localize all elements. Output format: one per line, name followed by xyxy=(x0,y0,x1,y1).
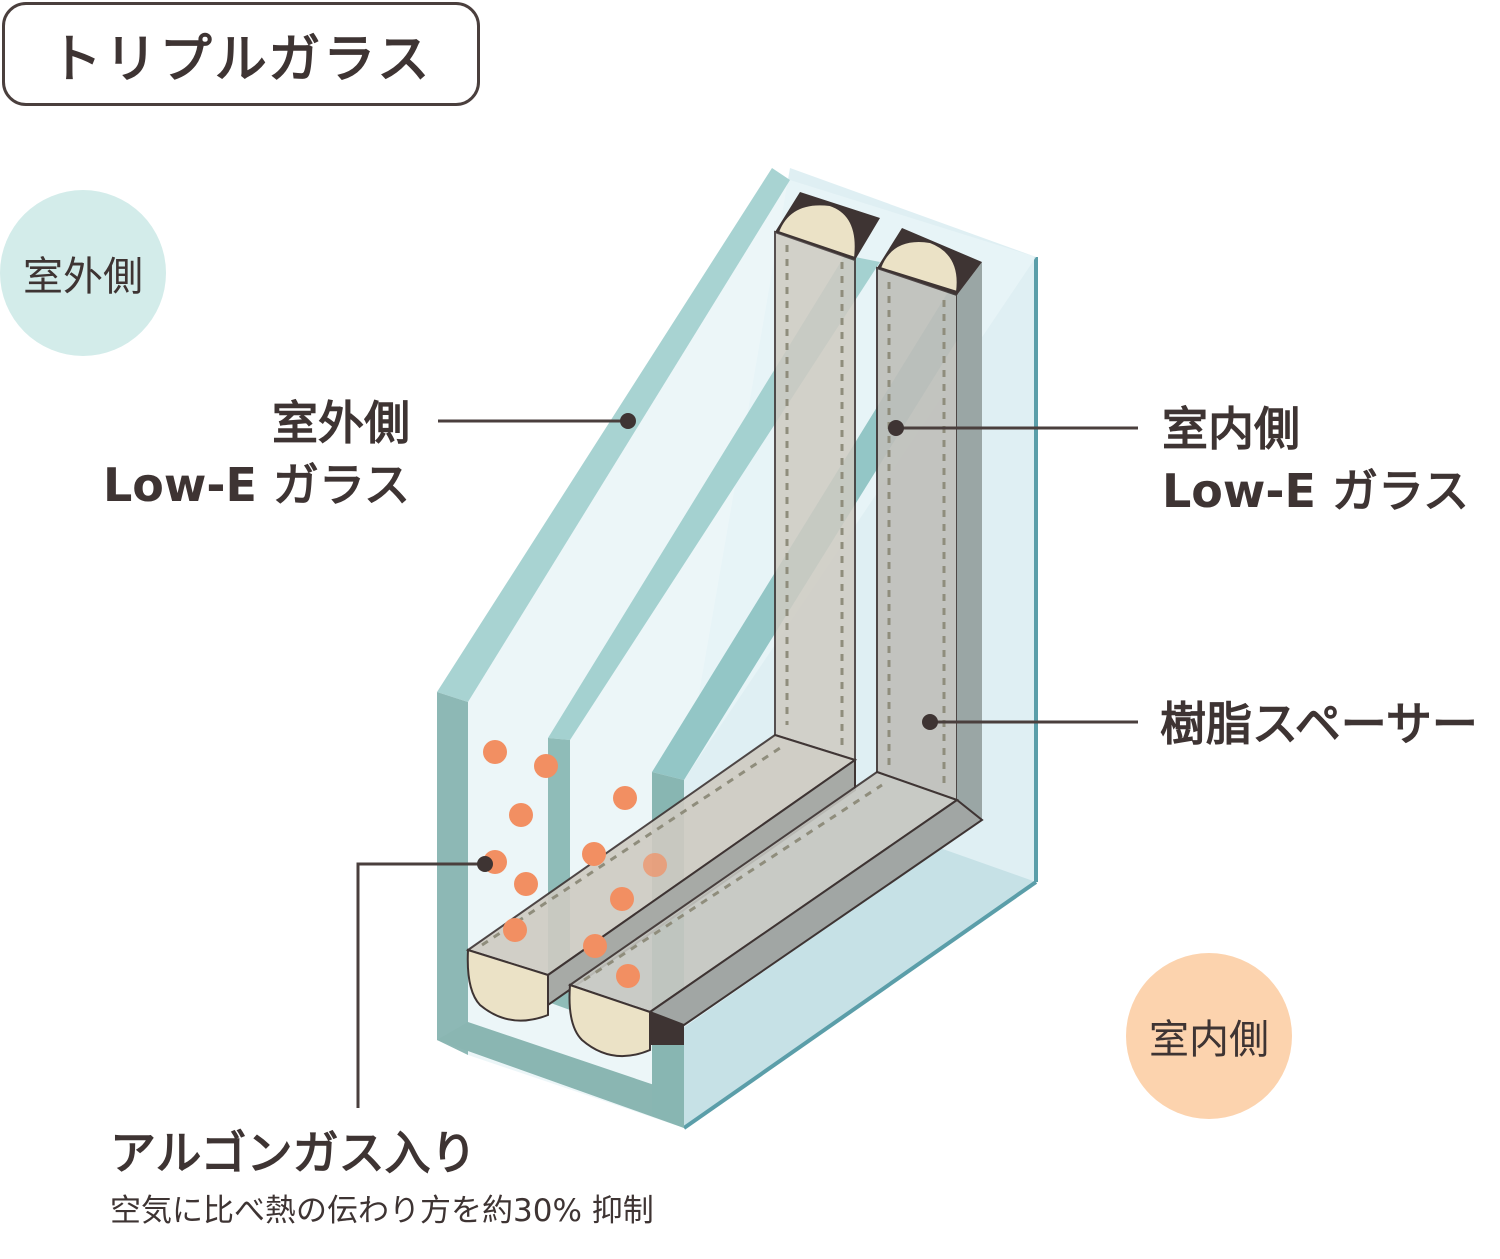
outer-glass-left-edge xyxy=(437,692,468,1055)
argon-gas-dots xyxy=(483,740,667,988)
indoor-badge: 室内側 xyxy=(1126,953,1292,1119)
inner-glass-label: 室内側 Low-E ガラス xyxy=(1162,398,1469,522)
inner-glass-label-line2: Low-E ガラス xyxy=(1162,464,1470,518)
outer-glass-label: 室外側 Low-E ガラス xyxy=(103,392,410,516)
argon-label: アルゴンガス入り xyxy=(110,1126,477,1180)
outer-glass-label-line2: Low-E ガラス xyxy=(102,458,410,512)
page-title: トリプルガラス xyxy=(2,2,480,106)
outdoor-badge: 室外側 xyxy=(0,190,166,356)
inner-glass-label-line1: 室内側 xyxy=(1162,402,1300,456)
inner-glass-bottom xyxy=(652,848,1036,1128)
outer-glass-bottom-edge xyxy=(437,1022,684,1128)
spacer-1-cap xyxy=(466,948,549,1022)
spacer-label: 樹脂スペーサー xyxy=(1160,697,1478,751)
leader-lines xyxy=(356,419,1138,1108)
outer-glass-label-line1: 室外側 xyxy=(272,396,410,450)
spacer-2-cap xyxy=(568,983,651,1057)
outer-glass-top-edge xyxy=(437,168,790,702)
argon-description: 空気に比べ熱の伝わり方を約30% 抑制 xyxy=(110,1193,654,1229)
leader-dots xyxy=(477,413,938,872)
